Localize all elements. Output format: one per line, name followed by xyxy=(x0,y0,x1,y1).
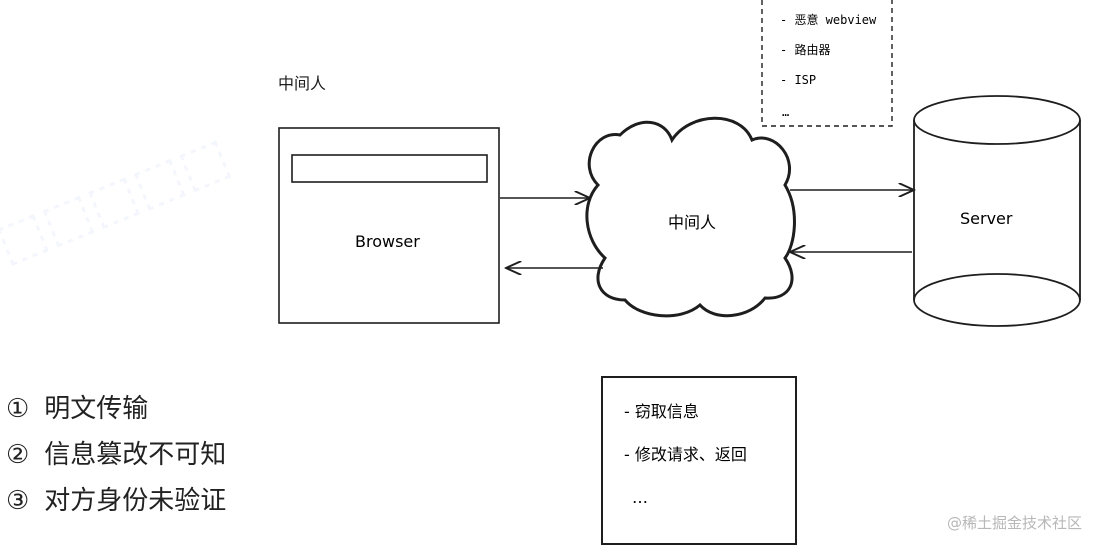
source-watermark: @稀土掘金技术社区 xyxy=(946,514,1082,532)
issues-list: ① 明文传输 ② 信息篡改不可知 ③ 对方身份未验证 xyxy=(6,386,226,524)
browser-address-bar xyxy=(291,154,488,183)
issue-text: 对方身份未验证 xyxy=(44,486,227,516)
mitm-sources-list: - 恶意 webview - 路由器 - ISP … xyxy=(780,12,877,119)
mitm-source-item: - 恶意 webview xyxy=(780,12,877,27)
mitm-action-item: - 修改请求、返回 xyxy=(624,445,747,464)
browser-label: Browser xyxy=(355,232,420,251)
issue-item: ② 信息篡改不可知 xyxy=(6,432,226,478)
issue-item: ③ 对方身份未验证 xyxy=(6,478,226,524)
mitm-actions-list: - 窃取信息 - 修改请求、返回 … xyxy=(624,402,747,507)
mitm-action-item: - 窃取信息 xyxy=(624,402,699,421)
mitm-title: 中间人 xyxy=(278,74,327,93)
mitm-cloud xyxy=(585,116,796,318)
issue-number: ① xyxy=(6,394,30,424)
mitm-actions-box xyxy=(601,376,797,545)
mitm-source-item: - ISP xyxy=(780,73,816,87)
browser-window xyxy=(278,127,500,324)
mitm-label: 中间人 xyxy=(668,213,716,232)
mitm-action-item: … xyxy=(632,488,648,507)
mitm-sources-box xyxy=(761,0,893,127)
issue-text: 信息篡改不可知 xyxy=(44,440,227,470)
issue-item: ① 明文传输 xyxy=(6,386,226,432)
issue-text: 明文传输 xyxy=(44,394,149,424)
mitm-source-item: - 路由器 xyxy=(780,42,830,57)
server-label: Server xyxy=(960,209,1013,228)
issue-number: ② xyxy=(6,440,30,470)
server-cylinder xyxy=(913,95,1081,327)
mitm-source-item: … xyxy=(782,105,789,119)
issue-number: ③ xyxy=(6,486,30,516)
